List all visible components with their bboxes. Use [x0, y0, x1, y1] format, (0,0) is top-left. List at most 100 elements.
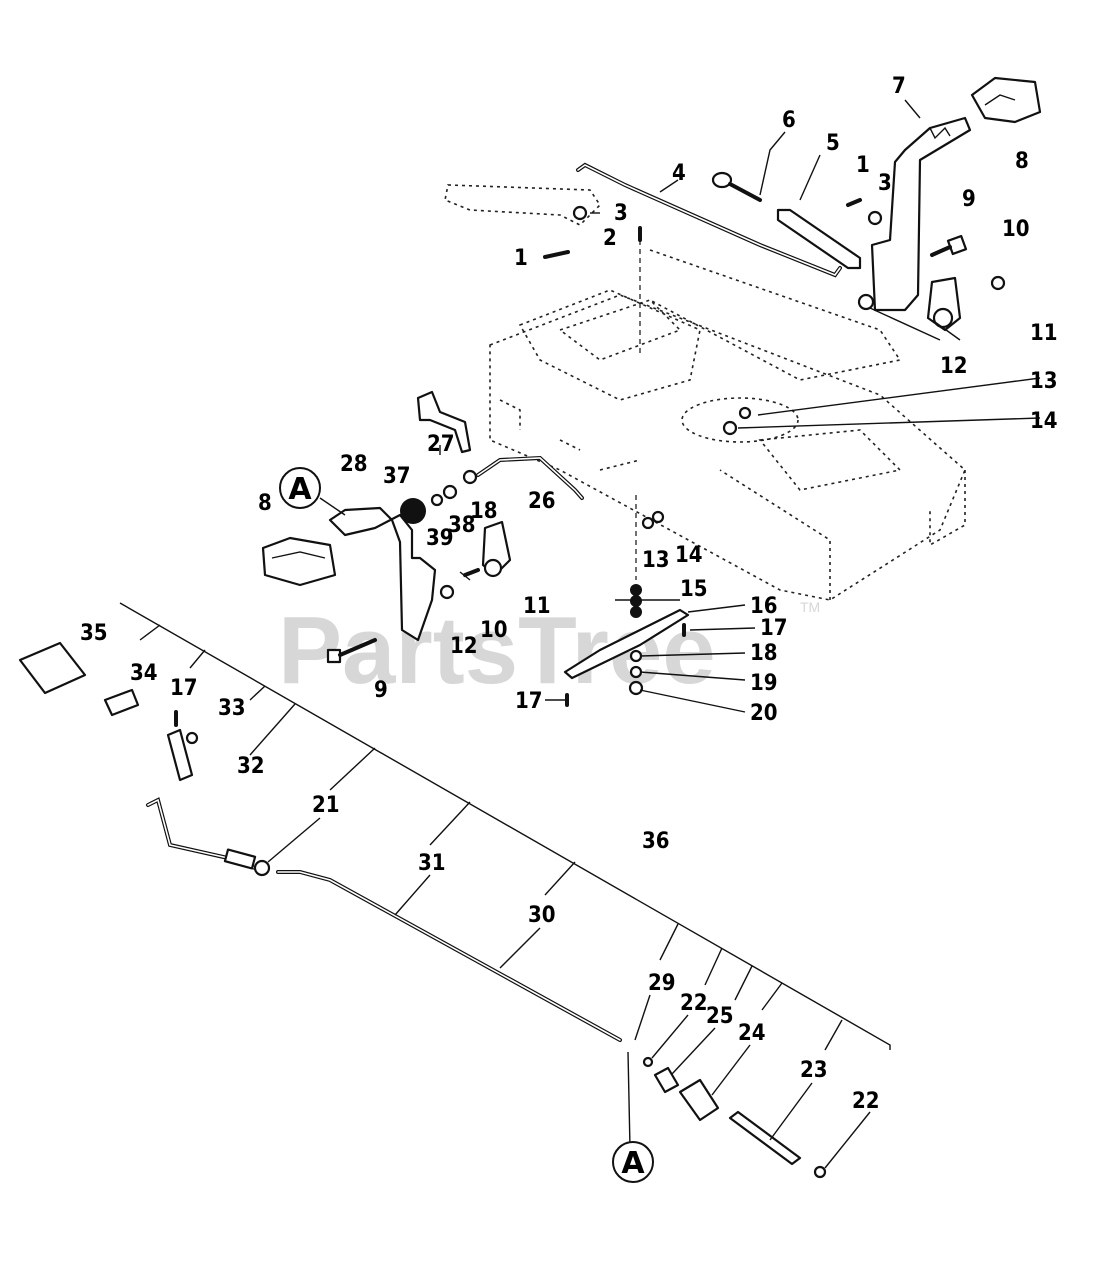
nut-13-middle — [641, 516, 655, 530]
callout-30: 30 — [528, 903, 556, 928]
screw-middle — [463, 568, 480, 577]
callout-leaders — [319, 99, 1041, 713]
knob — [400, 498, 426, 524]
callout-15: 15 — [680, 577, 708, 602]
callout-14: 14 — [1030, 409, 1058, 434]
front-rod — [146, 797, 257, 870]
callout-12b: 12 — [450, 634, 478, 659]
callout-1: 1 — [514, 246, 528, 271]
callout-4: 4 — [672, 161, 686, 186]
nut-20 — [628, 680, 644, 696]
callout-24: 24 — [738, 1021, 766, 1046]
lower-right-leaders — [267, 817, 871, 1169]
callout-31: 31 — [418, 851, 446, 876]
sleeve — [678, 1078, 720, 1122]
washer-2 — [867, 210, 883, 226]
callout-18: 18 — [470, 499, 498, 524]
callout-10b: 10 — [480, 618, 508, 643]
callout-3b: 3 — [878, 171, 892, 196]
bushing — [653, 1066, 680, 1094]
nut-13 — [738, 406, 752, 420]
callout-numbers: 1 2 3 4 5 6 1 3 7 8 9 10 11 12 13 14 27 … — [80, 74, 1058, 1114]
callout-19: 19 — [750, 671, 778, 696]
brake-rod — [576, 162, 842, 278]
long-rod — [276, 870, 622, 1042]
callout-3: 3 — [614, 201, 628, 226]
washer-18 — [462, 469, 478, 485]
callout-21: 21 — [312, 793, 340, 818]
callout-17b: 17 — [515, 689, 543, 714]
nut-38 — [442, 484, 458, 500]
callout-12: 12 — [940, 354, 968, 379]
callout-17c: 17 — [170, 676, 198, 701]
callout-33: 33 — [218, 696, 246, 721]
watermark-tm: TM — [800, 599, 820, 615]
brake-link — [776, 208, 862, 270]
callout-9: 9 — [962, 187, 976, 212]
nut-21 — [253, 859, 271, 877]
nut-middle — [439, 584, 455, 600]
bracket-32 — [166, 728, 194, 782]
bracket-top — [926, 276, 962, 332]
pivot-arm-outline — [444, 184, 602, 226]
callout-34: 34 — [130, 661, 158, 686]
callout-11b: 11 — [523, 594, 551, 619]
svg-text:A: A — [621, 1146, 645, 1181]
callout-2: 2 — [603, 226, 617, 251]
callout-32: 32 — [237, 754, 265, 779]
clutch-pedal-arm — [328, 506, 437, 642]
callout-9b: 9 — [374, 678, 388, 703]
compression-spring — [728, 1110, 802, 1166]
callout-20: 20 — [750, 701, 778, 726]
callout-28: 28 — [340, 452, 368, 477]
cotter-pin — [543, 250, 570, 259]
callout-36: 36 — [642, 829, 670, 854]
callout-35: 35 — [80, 621, 108, 646]
leader-36 — [119, 602, 891, 1050]
callout-11: 11 — [1030, 321, 1058, 346]
sub-leaders — [139, 624, 843, 1051]
callout-22b: 22 — [852, 1089, 880, 1114]
chassis-frame — [489, 249, 966, 601]
washer-18-lower — [629, 649, 643, 663]
eye-bolt — [711, 171, 762, 202]
pin-22-bottom — [813, 1165, 827, 1179]
svg-text:A: A — [288, 472, 312, 507]
pivot-bolt — [930, 234, 968, 257]
nut-15-c — [630, 606, 642, 618]
callout-29: 29 — [648, 971, 676, 996]
washer-33 — [185, 731, 199, 745]
spring — [103, 688, 140, 717]
callout-37: 37 — [383, 464, 411, 489]
callout-23: 23 — [800, 1058, 828, 1083]
cotter-pin-2 — [846, 198, 862, 207]
reference-a-bottom: A — [612, 1141, 654, 1183]
pin-22 — [642, 1056, 654, 1068]
callout-6: 6 — [782, 108, 796, 133]
bracket-middle — [481, 520, 512, 578]
callout-1b: 1 — [856, 153, 870, 178]
callout-10: 10 — [1002, 217, 1030, 242]
washer-39 — [430, 493, 444, 507]
control-rod — [476, 455, 584, 500]
adjuster-link — [563, 608, 690, 680]
callout-17: 17 — [760, 616, 788, 641]
screw — [990, 275, 1006, 291]
callout-18b: 18 — [750, 641, 778, 666]
callout-7: 7 — [892, 74, 906, 99]
leader-a-bottom — [627, 1051, 631, 1149]
callout-14b: 14 — [675, 543, 703, 568]
callout-25: 25 — [706, 1004, 734, 1029]
nut-15-a — [630, 584, 642, 596]
callout-5: 5 — [826, 131, 840, 156]
callout-16: 16 — [750, 594, 778, 619]
callout-39: 39 — [426, 526, 454, 551]
nut-15-b — [630, 595, 642, 607]
washer-14-middle — [651, 510, 665, 524]
pedal-pad-top — [970, 76, 1042, 124]
pedal-pad-middle — [261, 536, 337, 587]
washer-14 — [722, 420, 738, 436]
mounting-plate — [18, 641, 87, 695]
callout-38: 38 — [448, 513, 476, 538]
bolt-middle — [326, 638, 377, 664]
